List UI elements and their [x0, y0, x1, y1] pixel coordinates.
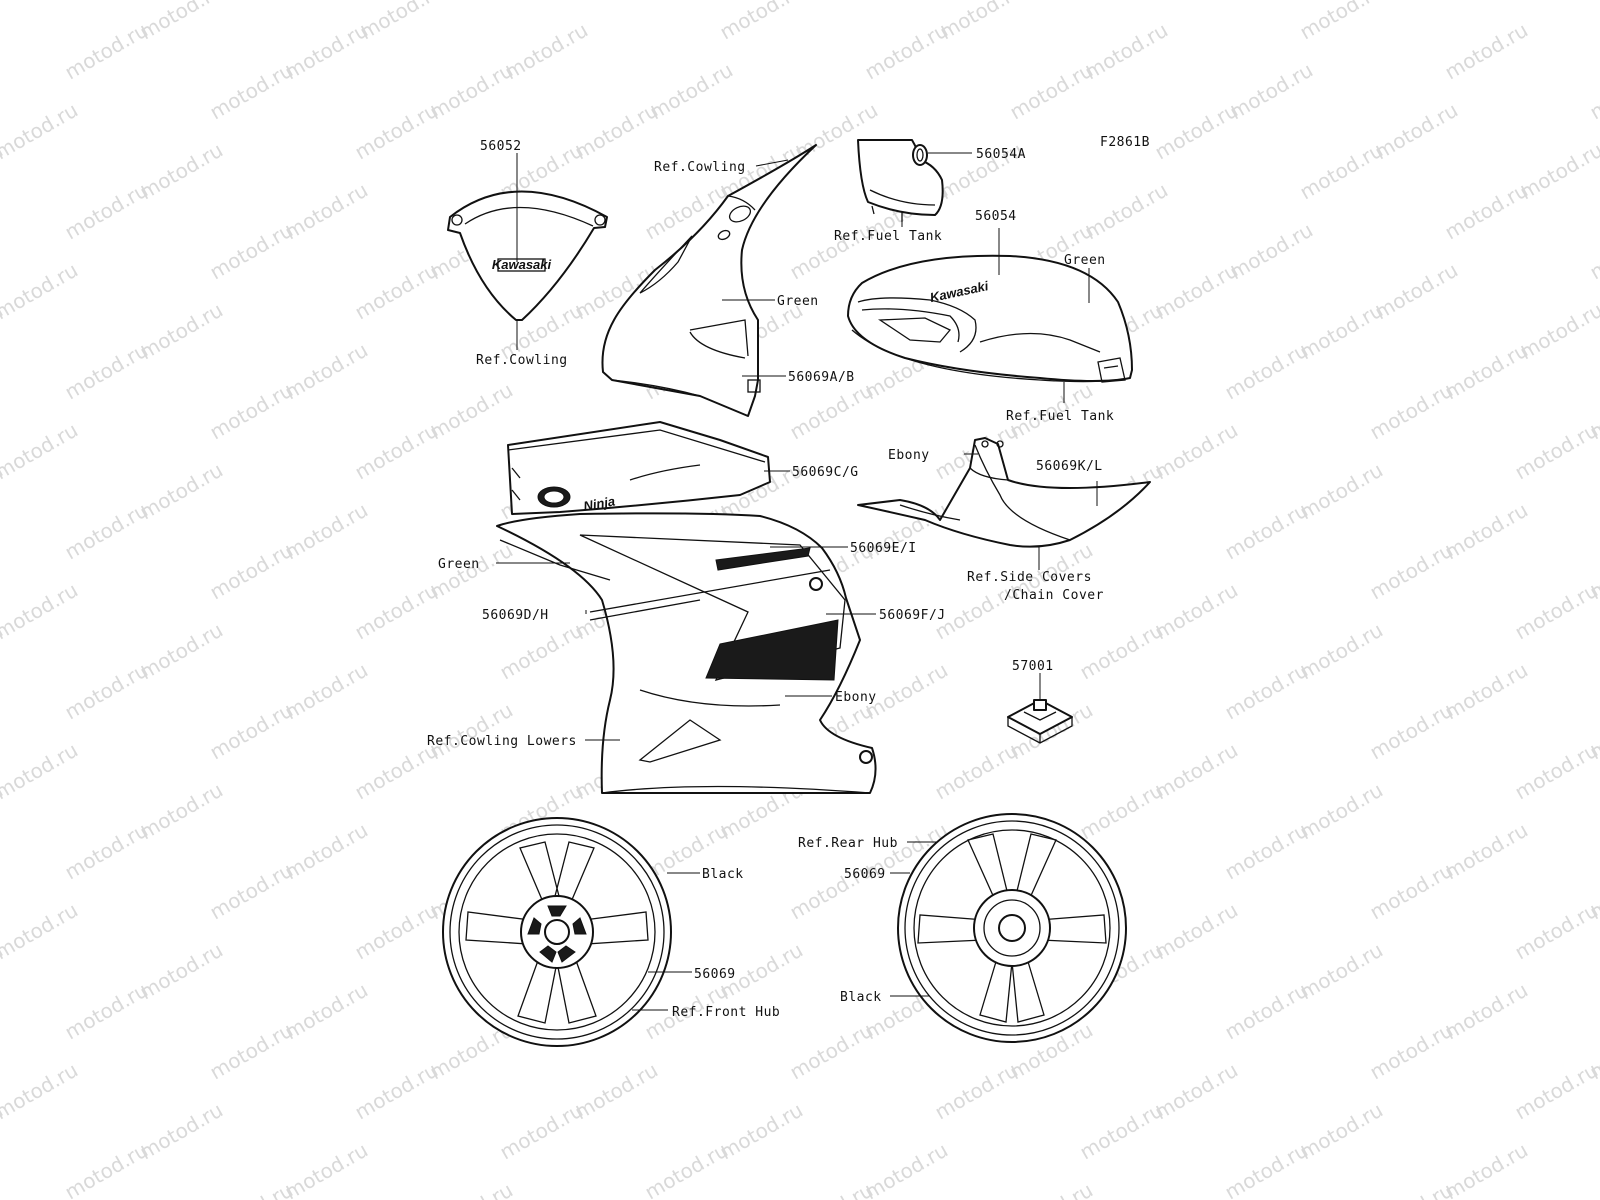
label-56069ei: 56069E/I — [850, 541, 917, 556]
label-front-wheel-part: 56069 — [694, 967, 736, 982]
labels: F2861B 56052 Ref.Cowling Ref.Cowling Gre… — [427, 135, 1150, 1020]
windshield-logo-decal[interactable] — [497, 258, 546, 272]
label-57001: 57001 — [1012, 659, 1054, 674]
label-tank-front-ref: Ref.Fuel Tank — [834, 229, 942, 244]
fairing-logo: Ninja — [582, 493, 616, 513]
upper-cowl[interactable] — [601, 144, 817, 417]
front-wheel[interactable] — [442, 817, 672, 1047]
side-fairing-upper[interactable]: Ninja — [507, 421, 771, 515]
label-upper-cowl-color: Green — [777, 294, 819, 309]
label-tank-ref: Ref.Fuel Tank — [1006, 409, 1114, 424]
rear-wheel[interactable] — [897, 813, 1127, 1043]
label-cover-color: Ebony — [888, 448, 930, 463]
label-windshield-ref: Ref.Cowling — [476, 353, 568, 368]
clip-57001[interactable] — [1007, 699, 1073, 744]
label-56054: 56054 — [975, 209, 1017, 224]
label-upper-cowl-ref: Ref.Cowling — [654, 160, 746, 175]
label-side-color-ebony: Ebony — [835, 690, 877, 705]
label-56052: 56052 — [480, 139, 522, 154]
label-side-ref: Ref.Cowling Lowers — [427, 734, 577, 749]
label-cover-ref-1: Ref.Side Covers — [967, 570, 1092, 585]
windshield[interactable]: Kawasaki — [447, 190, 608, 321]
windshield-logo-text: Kawasaki — [492, 257, 552, 272]
label-56069fj: 56069F/J — [879, 608, 946, 623]
label-56054a: 56054A — [976, 147, 1026, 162]
label-front-wheel-color: Black — [702, 867, 744, 882]
leader-lines — [496, 152, 1098, 1011]
label-front-wheel-ref: Ref.Front Hub — [672, 1005, 780, 1020]
label-tank-color: Green — [1064, 253, 1106, 268]
front-disc-holes — [527, 905, 587, 963]
fuel-tank[interactable]: Kawasaki — [847, 254, 1133, 383]
side-cover[interactable] — [857, 437, 1151, 548]
label-56069kl: 56069K/L — [1036, 459, 1103, 474]
label-56069dh: 56069D/H — [482, 608, 549, 623]
tank-cap-decal[interactable] — [912, 144, 928, 166]
label-rear-wheel-color: Black — [840, 990, 882, 1005]
label-side-color-green: Green — [438, 557, 480, 572]
label-rear-wheel-part: 56069 — [844, 867, 886, 882]
fuel-tank-front[interactable] — [857, 139, 944, 222]
side-fairing-main[interactable] — [496, 512, 877, 794]
label-cover-ref-2: /Chain Cover — [1004, 588, 1104, 603]
label-56069cg: 56069C/G — [792, 465, 859, 480]
figure-code: F2861B — [1100, 135, 1150, 150]
label-56069ab: 56069A/B — [788, 370, 855, 385]
label-rear-wheel-ref: Ref.Rear Hub — [798, 836, 898, 851]
